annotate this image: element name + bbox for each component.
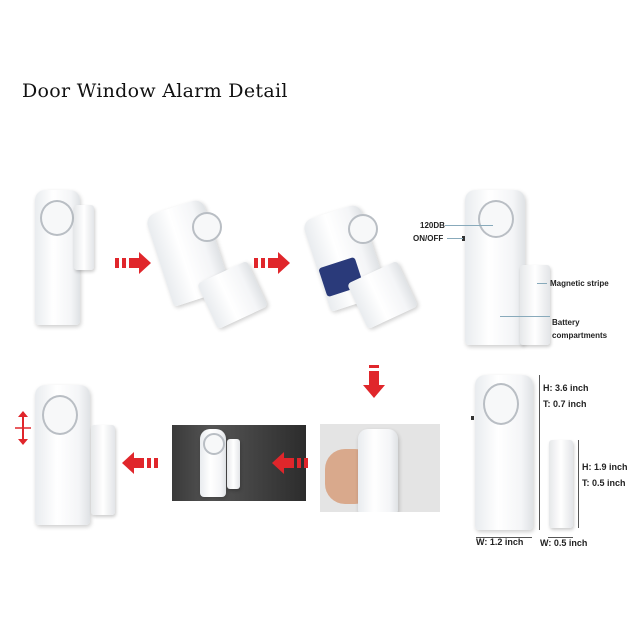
magnet-thickness: T: 0.5 inch [582, 478, 626, 488]
callout-120db: 120DB [420, 221, 445, 230]
callout-battery: Battery [552, 318, 580, 327]
left-arrow-icon [122, 452, 158, 474]
callout-compartments: compartments [552, 331, 608, 340]
hand-peeling-tape-photo [320, 424, 440, 512]
door-installation-photo [172, 425, 306, 501]
callout-magnetic-stripe: Magnetic stripe [550, 279, 609, 288]
callout-on-off: ON/OFF [413, 234, 444, 243]
page-title: Door Window Alarm Detail [22, 80, 288, 102]
magnet-width: W: 0.5 inch [540, 538, 588, 548]
down-arrow-icon [363, 365, 385, 398]
main-thickness: T: 0.7 inch [543, 399, 587, 409]
right-arrow-icon [115, 252, 151, 274]
main-width: W: 1.2 inch [476, 537, 524, 547]
move-arrows-icon [15, 411, 31, 445]
magnet-height: H: 1.9 inch [582, 462, 628, 472]
left-arrow-icon [272, 452, 308, 474]
main-height: H: 3.6 inch [543, 383, 589, 393]
right-arrow-icon [254, 252, 290, 274]
